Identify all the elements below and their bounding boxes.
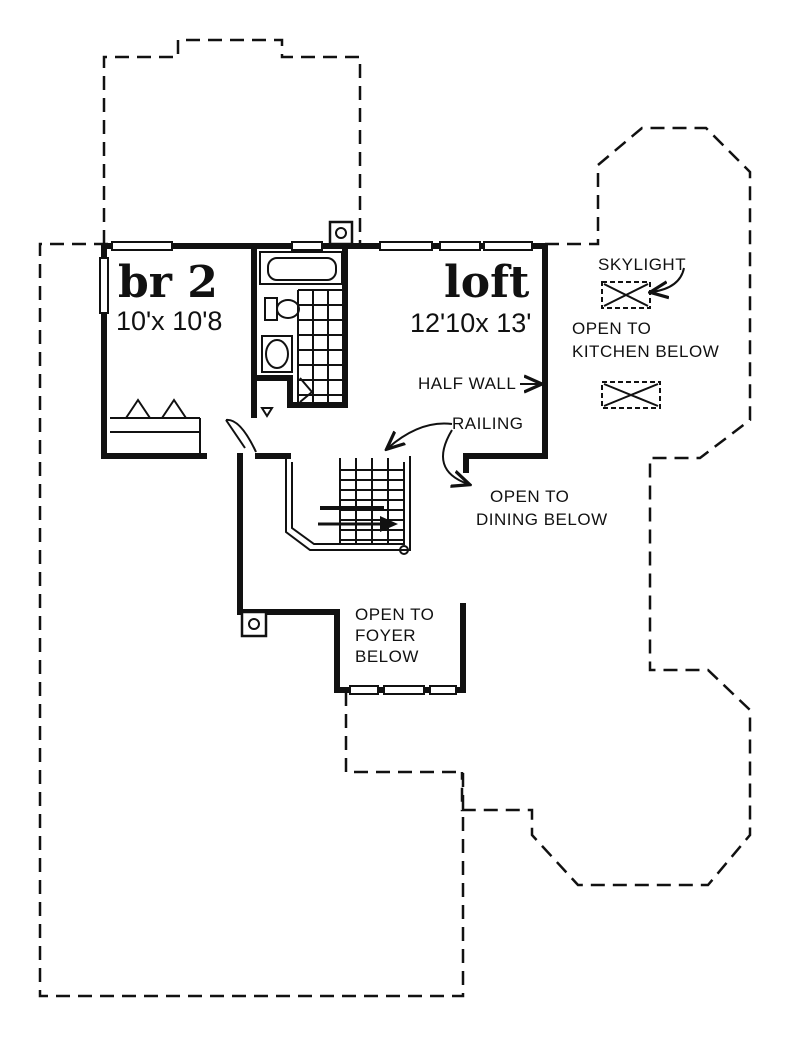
shower-door — [299, 377, 314, 403]
labels: br 2 10'x 10'8 loft 12'10x 13' SKYLIGHT … — [116, 255, 719, 666]
chimney-top — [328, 220, 354, 246]
skylight-1-cross — [603, 283, 649, 307]
closet-door-left — [125, 398, 151, 419]
flue-bottom — [248, 618, 260, 630]
railing-leader — [388, 422, 453, 449]
window-foyer-2 — [383, 685, 425, 695]
leaders — [388, 267, 685, 484]
bath-door — [260, 407, 274, 418]
closet-door-right — [161, 398, 187, 419]
window-loft-1 — [379, 241, 433, 251]
stairs — [285, 456, 411, 555]
vanity — [261, 335, 293, 373]
main-outline — [38, 242, 465, 998]
bathtub-basin — [267, 257, 337, 281]
loft-title: loft — [444, 257, 530, 308]
dining-label-2: DINING BELOW — [476, 510, 608, 529]
window-br2-side — [99, 257, 109, 314]
newel-post — [399, 545, 409, 555]
window-foyer-3 — [429, 685, 457, 695]
br2-door-leaf — [225, 419, 246, 449]
dining-leader — [442, 429, 468, 484]
loft-size: 12'10x 13' — [410, 308, 531, 338]
railing — [285, 456, 411, 551]
railing-label: RAILING — [452, 414, 524, 433]
right-wing-outline — [460, 126, 752, 887]
lower-floor-outline — [38, 38, 752, 998]
br2-door-arc — [225, 418, 257, 453]
stair-treads — [339, 458, 404, 544]
top-bump-outline — [102, 38, 362, 244]
foyer-label-2: FOYER — [355, 626, 416, 645]
kitchen-label-2: KITCHEN BELOW — [572, 342, 719, 361]
br2-title: br 2 — [118, 257, 218, 308]
skylight-2-cross — [603, 383, 659, 407]
skylight-2 — [601, 381, 661, 409]
window-loft-3 — [483, 241, 533, 251]
bath-south-wall — [255, 375, 348, 408]
br2-size: 10'x 10'8 — [116, 306, 222, 336]
closet — [110, 417, 201, 456]
half-wall-label: HALF WALL — [418, 374, 516, 393]
window-br2-top — [111, 241, 173, 251]
bathtub — [259, 251, 343, 285]
window-loft-2 — [439, 241, 481, 251]
toilet-tank — [264, 297, 278, 321]
tile-grid — [297, 289, 342, 402]
toilet-bowl — [276, 299, 300, 319]
kitchen-label-1: OPEN TO — [572, 319, 651, 338]
stair-arrow — [380, 516, 398, 532]
upper-floor-walls — [99, 220, 548, 695]
skylight-label: SKYLIGHT — [598, 255, 686, 274]
dining-label-1: OPEN TO — [490, 487, 569, 506]
foyer-label-1: OPEN TO — [355, 605, 434, 624]
flue-top — [335, 227, 347, 239]
west-wall — [101, 243, 207, 459]
skylight-leader — [652, 267, 685, 292]
window-bath — [291, 241, 323, 251]
bathroom-fixtures — [259, 251, 343, 418]
doors — [225, 418, 257, 453]
chimney-bottom — [240, 610, 268, 638]
sink — [265, 339, 289, 369]
corridor-wall — [237, 453, 466, 693]
window-foyer-1 — [349, 685, 379, 695]
foyer-label-3: BELOW — [355, 647, 419, 666]
